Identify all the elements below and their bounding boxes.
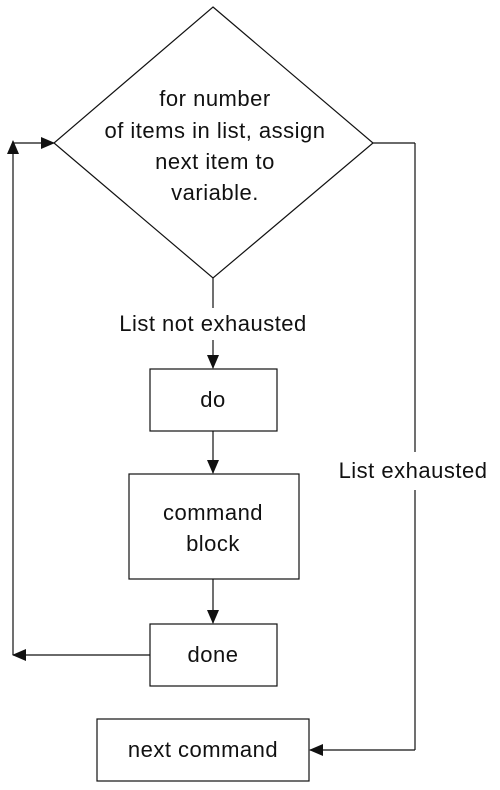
decision-line-1: for number <box>159 86 271 111</box>
decision-line-4: variable. <box>171 180 259 205</box>
edge-label-not-exhausted: List not exhausted <box>119 311 307 336</box>
done-label: done <box>187 642 239 667</box>
edge-label-exhausted: List exhausted <box>338 458 488 483</box>
decision-line-3: next item to <box>155 149 275 174</box>
command-block-label-1: command <box>162 500 264 525</box>
do-label: do <box>200 387 226 412</box>
command-block-label-2: block <box>186 531 240 556</box>
next-command-label: next command <box>127 737 279 762</box>
decision-line-2: of items in list, assign <box>104 118 326 143</box>
command-block-box <box>128 473 300 580</box>
next-command-box <box>96 718 310 782</box>
